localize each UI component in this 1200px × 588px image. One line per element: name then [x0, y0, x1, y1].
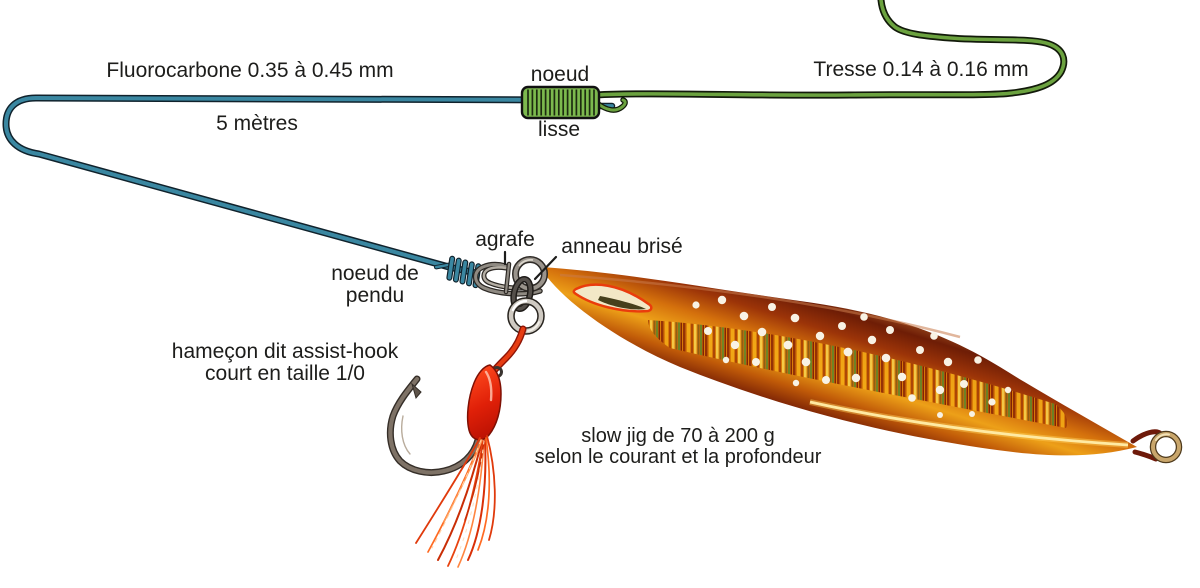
label-hangman-knot-line1: noeud de [331, 262, 419, 285]
label-split-ring: anneau brisé [561, 235, 683, 258]
label-slow-jig-line1: slow jig de 70 à 200 g [581, 425, 775, 447]
label-assist-hook: hameçon dit assist-hook court en taille … [172, 341, 398, 385]
smooth-knot-graphic [520, 85, 601, 120]
jig-tail-ring [1130, 429, 1183, 464]
jig-lure [540, 267, 1137, 456]
label-slow-jig: slow jig de 70 à 200 g selon le courant … [535, 426, 822, 468]
label-assist-hook-line2: court en taille 1/0 [205, 362, 365, 385]
label-pointers [503, 250, 558, 281]
assist-link [510, 275, 534, 313]
label-braid: Tresse 0.14 à 0.16 mm [813, 58, 1029, 81]
label-hangman-knot: noeud de pendu [331, 263, 419, 307]
jig-spots [692, 295, 1012, 418]
assist-cord [489, 325, 527, 376]
tinsel-strands [415, 435, 496, 568]
label-main-knot-line2: lisse [537, 118, 581, 141]
label-snap: agrafe [475, 228, 535, 251]
label-fluorocarbon: Fluorocarbone 0.35 à 0.45 mm [106, 59, 394, 82]
label-assist-hook-line1: hameçon dit assist-hook [171, 340, 399, 363]
assist-cord-tube [466, 364, 502, 441]
jig-gill-crescent [572, 283, 653, 313]
braid-line [592, 0, 1068, 113]
label-fluorocarbon-length: 5 mètres [216, 112, 298, 135]
label-slow-jig-line2: selon le courant et la profondeur [534, 446, 822, 468]
label-hangman-knot-line2: pendu [345, 284, 405, 307]
label-main-knot-line1: noeud [530, 63, 590, 86]
